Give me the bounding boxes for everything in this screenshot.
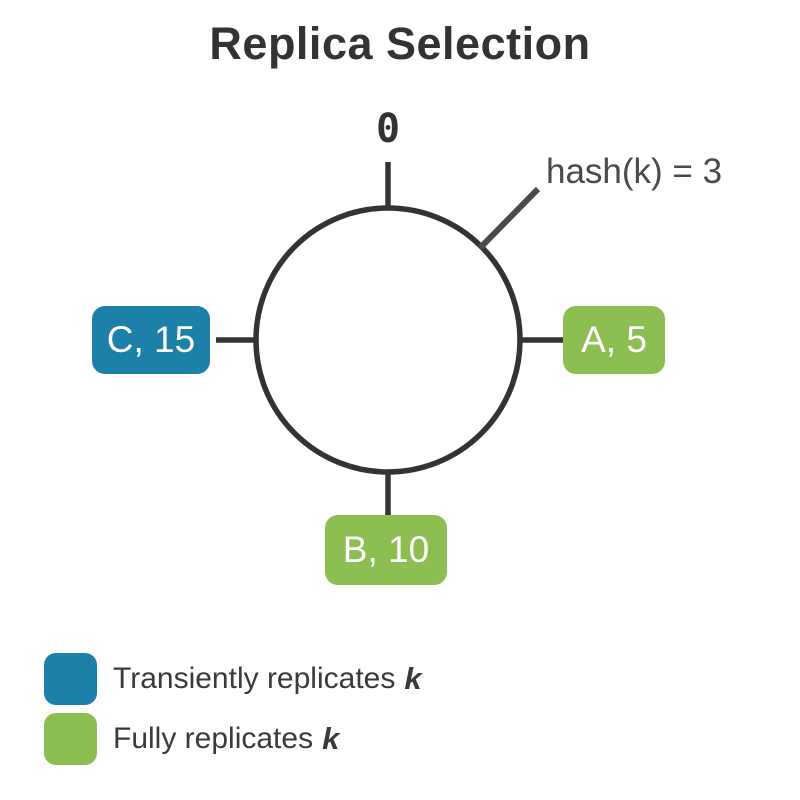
node-label-c: C, 15: [106, 319, 196, 360]
legend-text-transient: Transiently replicates: [113, 662, 396, 695]
node-box-c: C, 15: [92, 306, 210, 374]
diagram-title: Replica Selection: [209, 18, 591, 69]
legend-key-symbol-full: k: [322, 721, 340, 756]
legend-text-full: Fully replicates: [113, 722, 314, 755]
node-box-b: B, 10: [325, 515, 447, 585]
legend-key-symbol-transient: k: [404, 661, 422, 696]
hash-key-annotation: hash(k) = 3: [546, 152, 723, 191]
legend-swatch-transient: [44, 653, 97, 705]
node-label-a: A, 5: [581, 319, 647, 360]
legend-item-transient: Transiently replicates k: [113, 653, 422, 705]
legend-item-full: Fully replicates k: [113, 713, 339, 765]
node-box-a: A, 5: [563, 306, 665, 374]
legend-swatch-full: [44, 713, 97, 765]
ring-origin-label: 0: [375, 106, 401, 152]
hash-key-pointer-line: [477, 186, 541, 251]
node-label-b: B, 10: [342, 529, 430, 570]
